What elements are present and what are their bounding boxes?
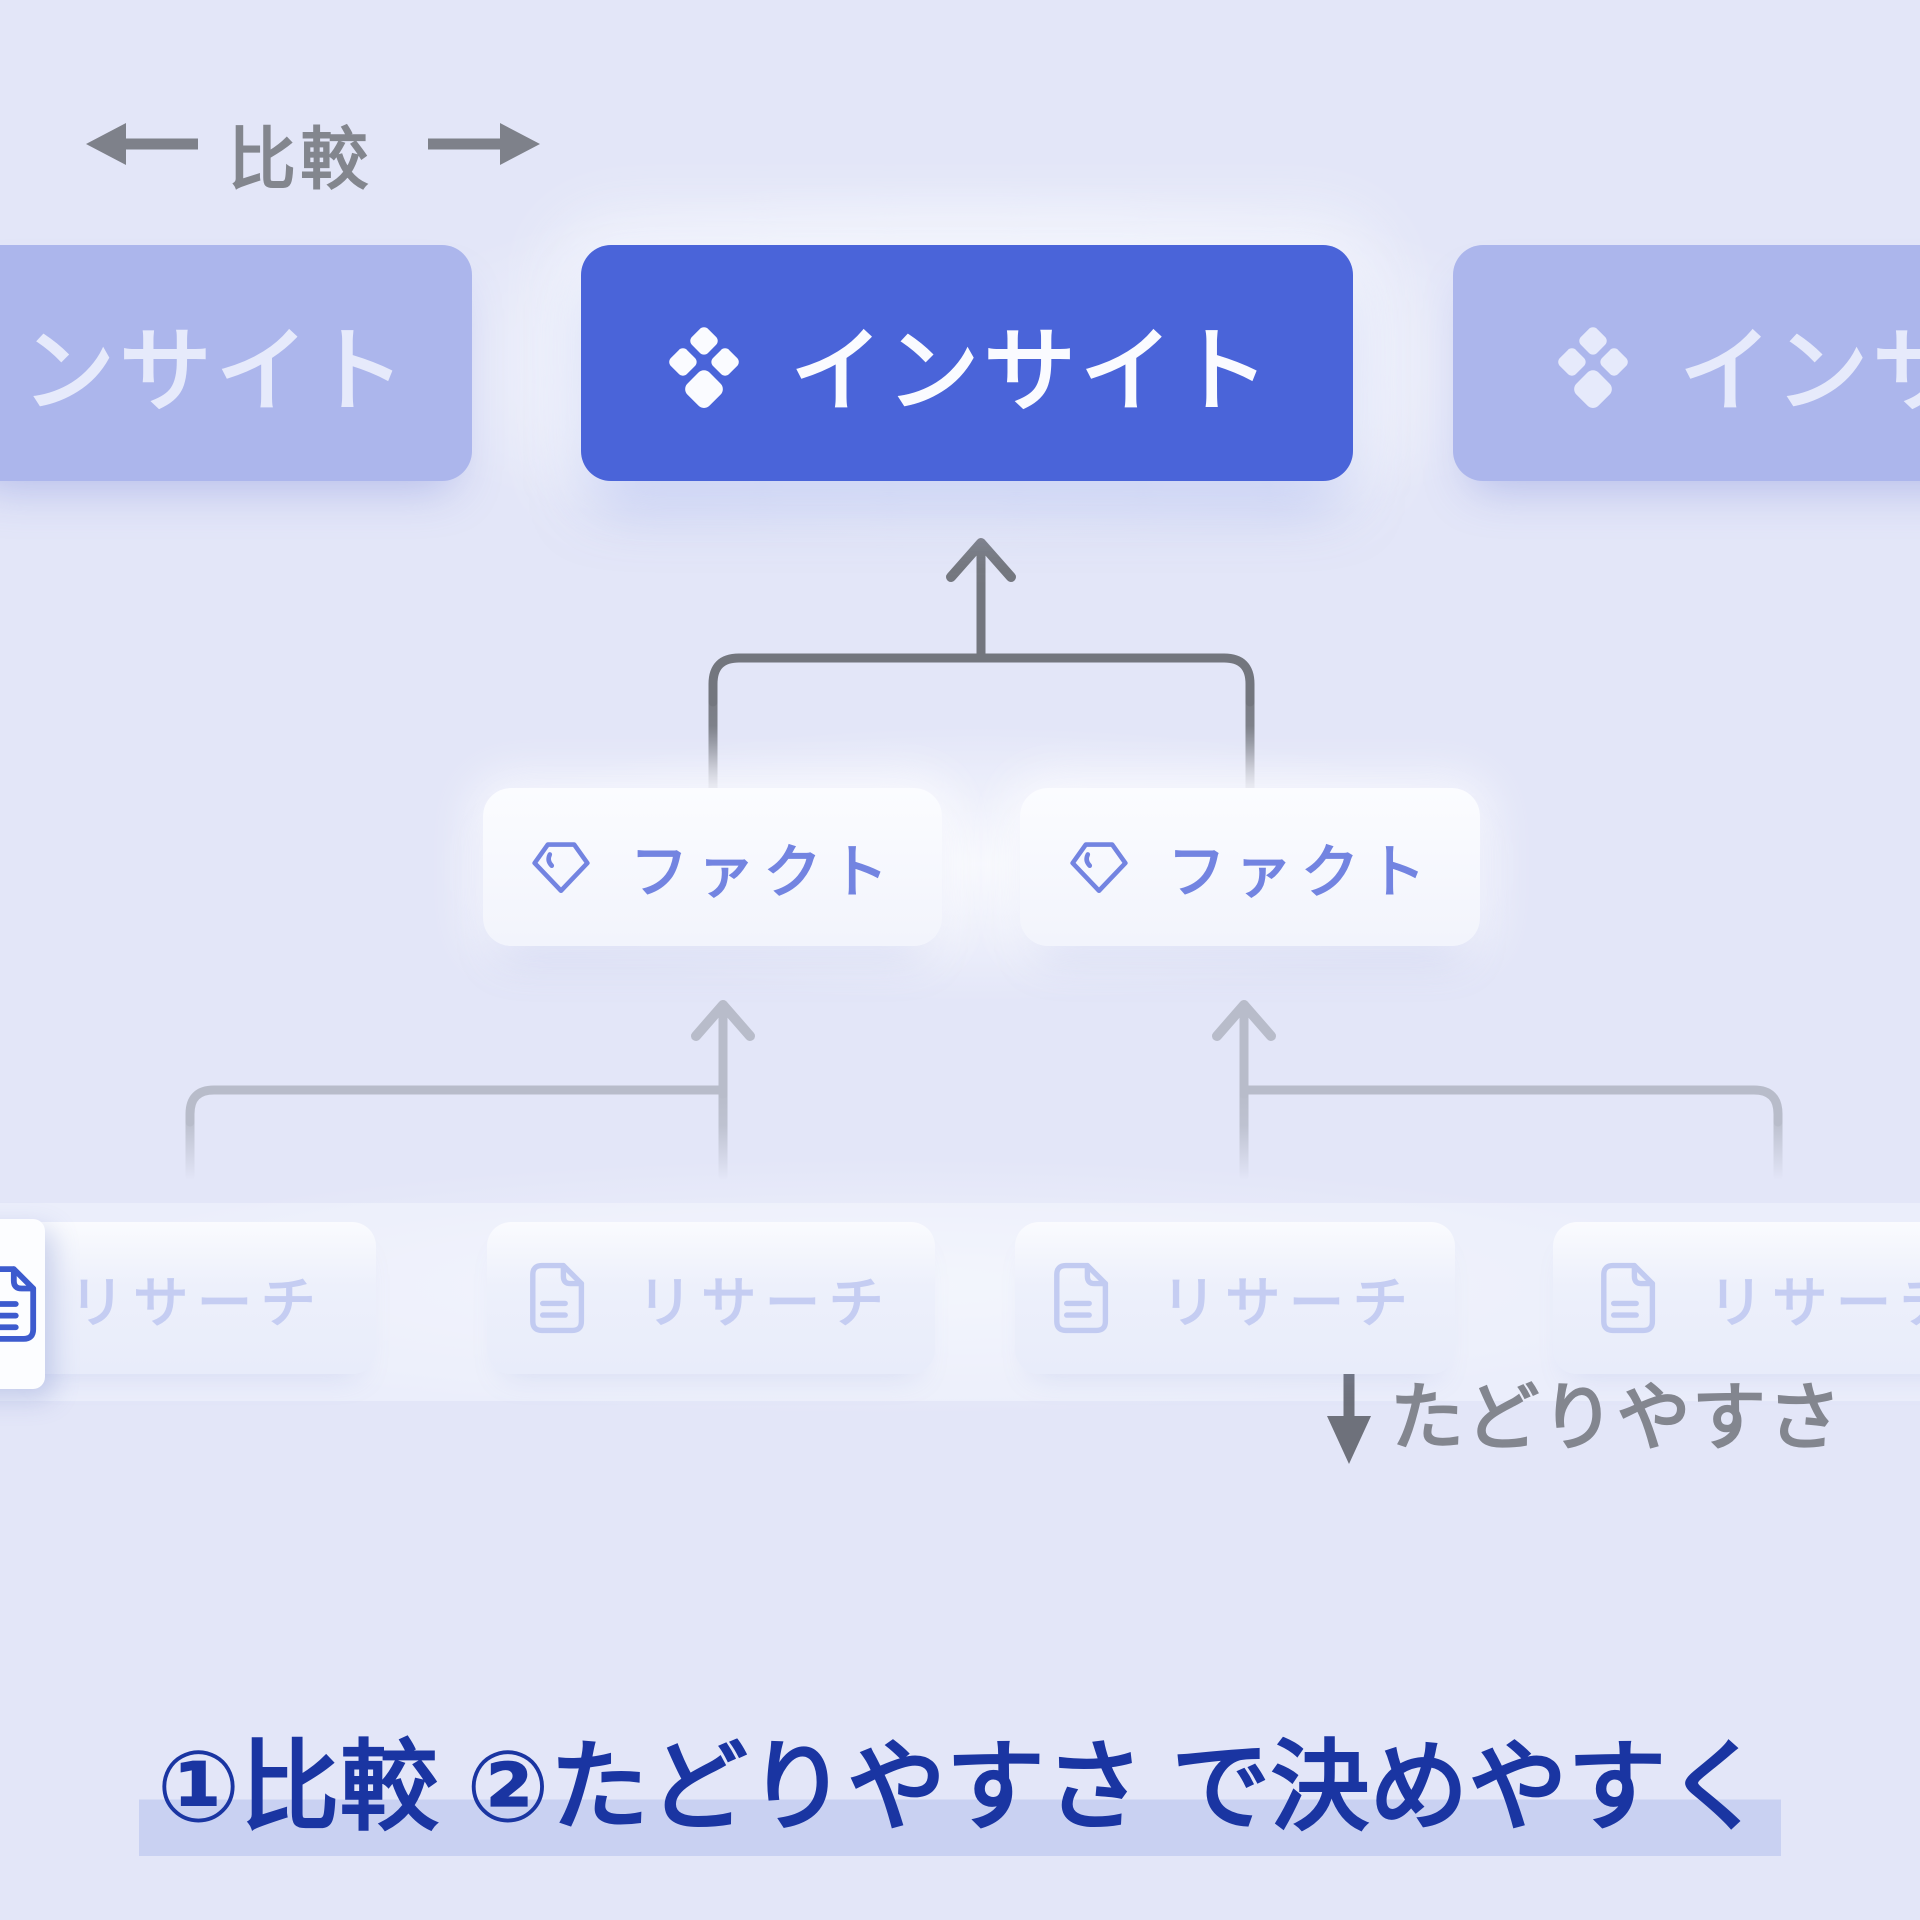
document-icon [1054,1262,1109,1334]
document-icon [0,1266,37,1342]
caption-text: ①比較 ②たどりやすさ で決めやすく [138,1731,1782,1856]
diamonds-icon [1558,327,1629,408]
insight-label: ンサイト [22,320,410,423]
edge-research-card [0,1219,45,1389]
up-arrow-icon [1212,1000,1276,1041]
insight-label: インサイト [790,320,1274,423]
traceability-axis-label: たどりやすさ [1390,1376,1843,1459]
document-icon [530,1262,585,1334]
gem-icon [532,842,590,894]
research-card: リサーチ [1015,1222,1455,1374]
insight-card-right-partial: インサイト [1453,245,1920,481]
insight-label: インサイト [1679,320,1920,423]
gem-icon [1069,842,1128,894]
up-arrow-icon [691,1000,755,1041]
fact-card: ファクト [483,788,942,946]
research-label: リサーチ [1161,1272,1417,1334]
compare-left-arrow-icon [86,123,198,165]
fact-label: ファクト [1167,840,1435,905]
insight-card-active: インサイト [581,245,1353,481]
caption: ①比較 ②たどりやすさ で決めやすく [0,1706,1920,1856]
research-label: リサーチ [1708,1272,1920,1334]
compare-right-arrow-icon [428,123,540,165]
research-card: リサーチ [1553,1222,1920,1374]
fact-card: ファクト [1020,788,1480,946]
research-card: リサーチ [487,1222,935,1374]
connector-facts-to-insight [708,538,1255,797]
connector-research-to-fact1 [185,1000,755,1181]
research-label: リサーチ [637,1272,893,1334]
up-arrow-icon [946,538,1016,582]
connector-research-to-fact2 [1212,1000,1783,1181]
compare-axis-label: 比較 [228,122,373,198]
research-card: リサーチ [18,1222,376,1374]
diamonds-icon [669,327,740,408]
insight-card-left-partial: ンサイト [0,245,472,481]
fact-label: ファクト [630,840,897,905]
research-label: リサーチ [69,1272,325,1334]
document-icon [1601,1262,1656,1334]
